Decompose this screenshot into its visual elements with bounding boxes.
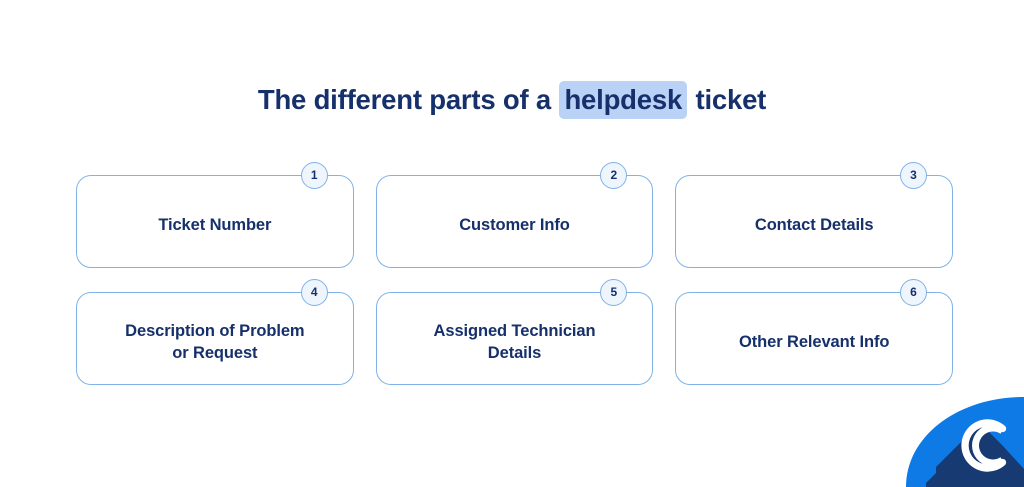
brand-c-logo-icon: [906, 397, 1024, 487]
ticket-part-card-3[interactable]: 3 Contact Details: [675, 161, 954, 268]
card-number-badge-2: 2: [600, 161, 628, 189]
card-number-badge-1: 1: [300, 161, 328, 189]
page-title-text-after: ticket: [688, 84, 767, 116]
page-title-highlight: helpdesk: [559, 81, 688, 120]
card-number-badge-5: 5: [600, 278, 628, 306]
ticket-part-card-1[interactable]: 1 Ticket Number: [76, 161, 354, 268]
card-number-badge-4: 4: [300, 278, 328, 306]
page-title-text-before: The different parts of a: [257, 84, 559, 116]
ticket-parts-grid: 1 Ticket Number 2 Customer Info 3 Contac…: [76, 161, 954, 385]
card-label-1: Ticket Number: [158, 215, 272, 234]
page-title-container: The different parts of a helpdesk ticket: [0, 60, 1024, 141]
card-number-badge-3: 3: [900, 161, 928, 189]
card-row-1: 1 Ticket Number 2 Customer Info 3 Contac…: [76, 161, 954, 268]
card-label-2: Customer Info: [459, 215, 570, 234]
ticket-part-card-2[interactable]: 2 Customer Info: [375, 161, 654, 268]
ticket-part-card-5[interactable]: 5 Assigned Technician Details: [375, 278, 654, 385]
card-number-badge-6: 6: [900, 278, 928, 306]
ticket-part-card-4[interactable]: 4 Description of Problem or Request: [76, 278, 354, 385]
ticket-part-card-6[interactable]: 6 Other Relevant Info: [675, 278, 954, 385]
card-row-2: 4 Description of Problem or Request 5 As…: [76, 278, 954, 385]
card-label-6: Other Relevant Info: [739, 332, 890, 351]
card-label-3: Contact Details: [754, 215, 874, 234]
card-label-5: Assigned Technician Details: [433, 321, 596, 362]
page-title: The different parts of a helpdesk ticket: [258, 78, 766, 122]
card-label-4: Description of Problem or Request: [125, 321, 305, 362]
